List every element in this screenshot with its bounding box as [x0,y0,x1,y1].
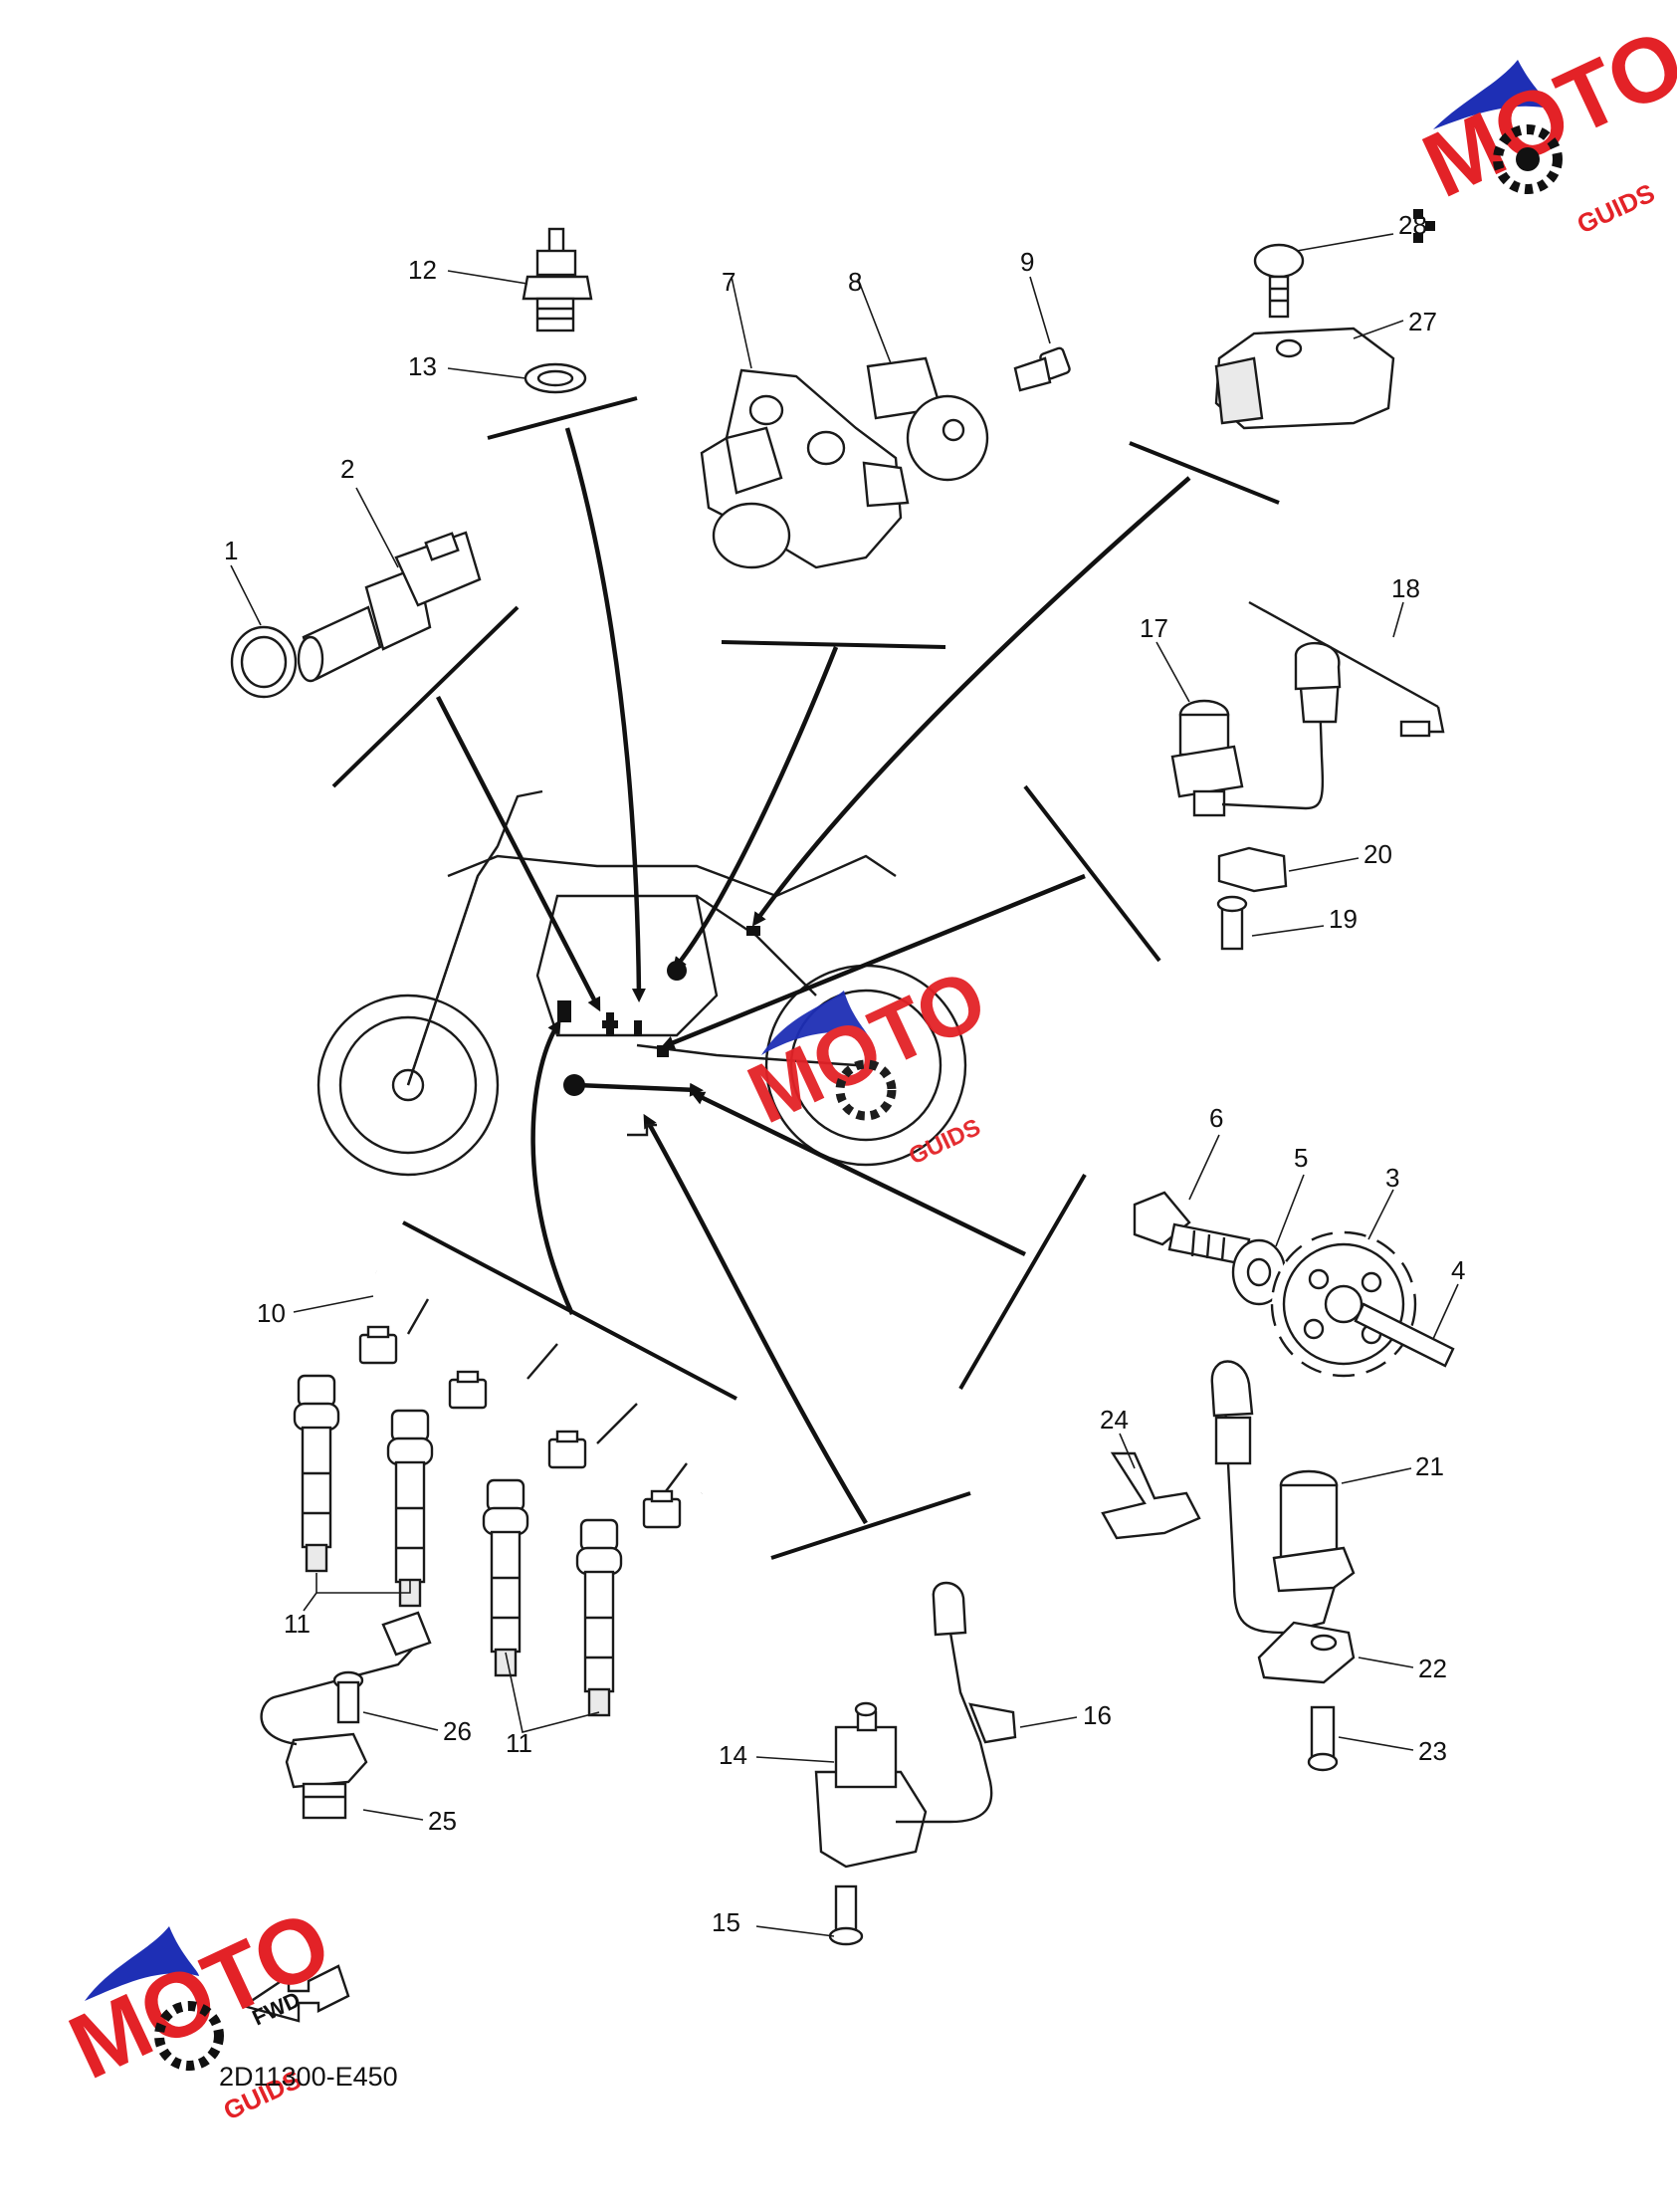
part-6-bolt [1133,1191,1251,1266]
part-26-bolt [332,1670,364,1724]
callout-21: 21 [1415,1451,1444,1481]
callout-12: 12 [408,255,437,285]
callout-24: 24 [1100,1405,1129,1435]
part-9-screw [1013,346,1071,392]
part-3-sprocket [1270,1230,1417,1378]
part-11-coil-2 [386,1409,434,1608]
part-12-sensor [522,227,593,332]
part-11-coil-4 [575,1518,623,1717]
location-dot-marker [563,1074,585,1096]
moto-guids-logo: MOTO GUIDS [1408,10,1677,243]
callout-28: 28 [1398,210,1427,240]
callout-11b: 11 [506,1728,532,1758]
callout-17: 17 [1140,613,1168,643]
part-14-sensor [814,1701,928,1869]
part-8-sensor [866,356,989,482]
part-21-sensor [1272,1469,1356,1593]
callout-6: 6 [1209,1103,1223,1133]
callout-11a: 11 [284,1609,311,1639]
part-17-sensor [1170,699,1244,817]
callout-10: 10 [257,1298,286,1328]
connector-2 [448,1370,488,1410]
callout-18: 18 [1391,573,1420,603]
callout-7: 7 [722,267,735,297]
part-19-bolt [1216,895,1248,951]
callout-22: 22 [1418,1654,1447,1683]
part-28-screw [1253,243,1305,319]
part-23-bolt [1307,1705,1339,1772]
callout-14: 14 [719,1740,747,1770]
callout-2: 2 [340,454,354,484]
callout-19: 19 [1329,904,1358,934]
part-10-harness [375,1269,730,1504]
part-24-bracket [1101,1451,1201,1540]
motorcycle-outline [316,789,967,1177]
part-7-bracket-sensor [700,368,910,569]
part-22-clamp [1257,1621,1356,1684]
part-1-gasket [230,625,298,699]
part-4-pin [1354,1302,1455,1368]
diagram-code: 2D11300-E450 [219,2062,398,2092]
callout-16: 16 [1083,1700,1112,1730]
logo-text-guids: GUIDS [1572,177,1659,239]
connector-3 [547,1430,587,1469]
callout-13: 13 [408,351,437,381]
callout-8: 8 [848,267,862,297]
callout-20: 20 [1363,839,1392,869]
callout-23: 23 [1418,1736,1447,1766]
leader-lines [331,396,1280,1560]
connector-4 [642,1489,682,1529]
callout-9: 9 [1020,247,1034,277]
callout-4: 4 [1451,1255,1465,1285]
part-27-pressure-sensor [1214,327,1395,430]
callout-26: 26 [443,1716,472,1746]
callout-3: 3 [1385,1163,1399,1193]
callout-25: 25 [428,1806,457,1836]
callout-5: 5 [1294,1143,1308,1173]
part-11-coil-1 [293,1374,340,1573]
part-20-clamp [1217,846,1288,893]
callout-labels: 1 2 3 4 5 6 7 8 9 10 11 11 12 13 14 15 1… [224,210,1465,1937]
part-15-bolt [828,1884,864,1946]
gear-icon [1493,124,1563,194]
part-2-sensor [297,531,482,683]
part-25-sensor [260,1611,432,1820]
callout-1: 1 [224,536,238,565]
callout-27: 27 [1408,307,1437,336]
part-16-clamp [968,1702,1017,1744]
callout-15: 15 [712,1907,740,1937]
connector-1 [358,1325,398,1365]
part-13-washer [524,362,587,394]
part-11-coil-3 [482,1478,529,1677]
